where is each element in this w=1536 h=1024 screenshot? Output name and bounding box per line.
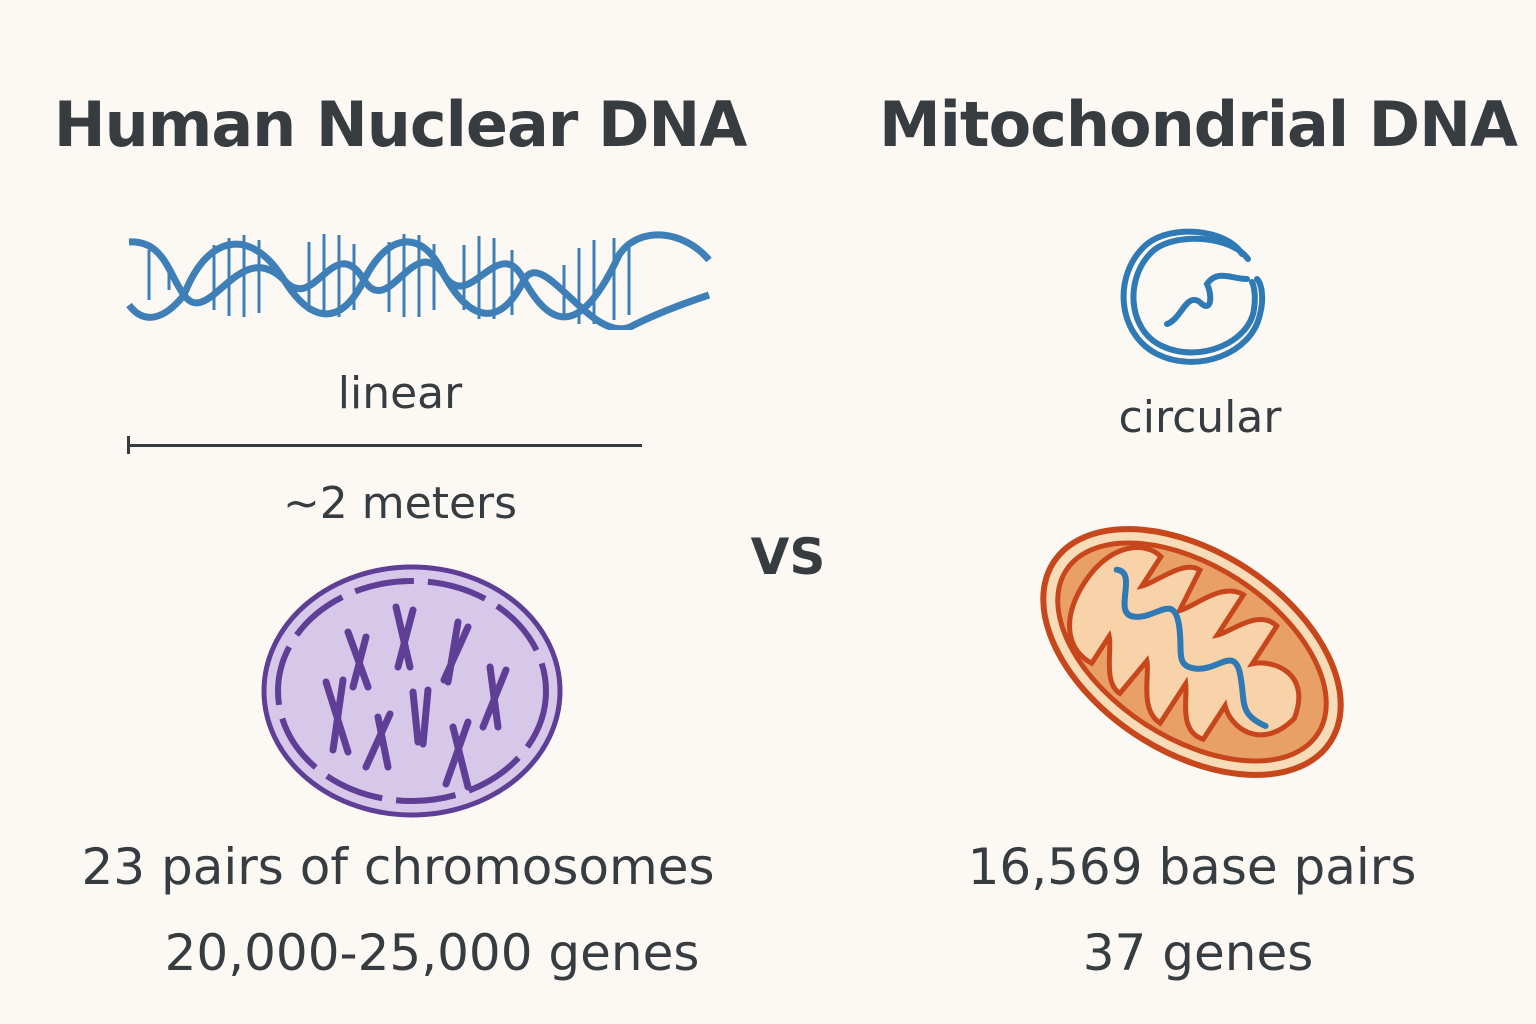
linear-label: linear	[337, 368, 463, 419]
chromosome-count: 23 pairs of chromosomes	[81, 838, 715, 896]
nuclear-dna-title: Human Nuclear DNA	[53, 88, 748, 161]
length-ruler-line	[128, 444, 642, 447]
circular-label: circular	[1118, 392, 1282, 443]
cell-nucleus-with-chromosomes-icon	[261, 564, 563, 818]
dna-double-helix-icon	[126, 231, 712, 330]
length-label: ~2 meters	[282, 478, 518, 529]
circular-dna-icon	[1120, 228, 1266, 365]
mito-gene-count: 37 genes	[1082, 924, 1314, 982]
nuclear-gene-count: 20,000-25,000 genes	[164, 924, 700, 982]
mitochondrion-icon	[1040, 526, 1344, 778]
mito-base-pairs: 16,569 base pairs	[967, 838, 1417, 896]
ruler-end-tick	[127, 436, 130, 454]
mitochondrial-dna-title: Mitochondrial DNA	[878, 88, 1518, 161]
vs-separator: VS	[750, 528, 826, 586]
